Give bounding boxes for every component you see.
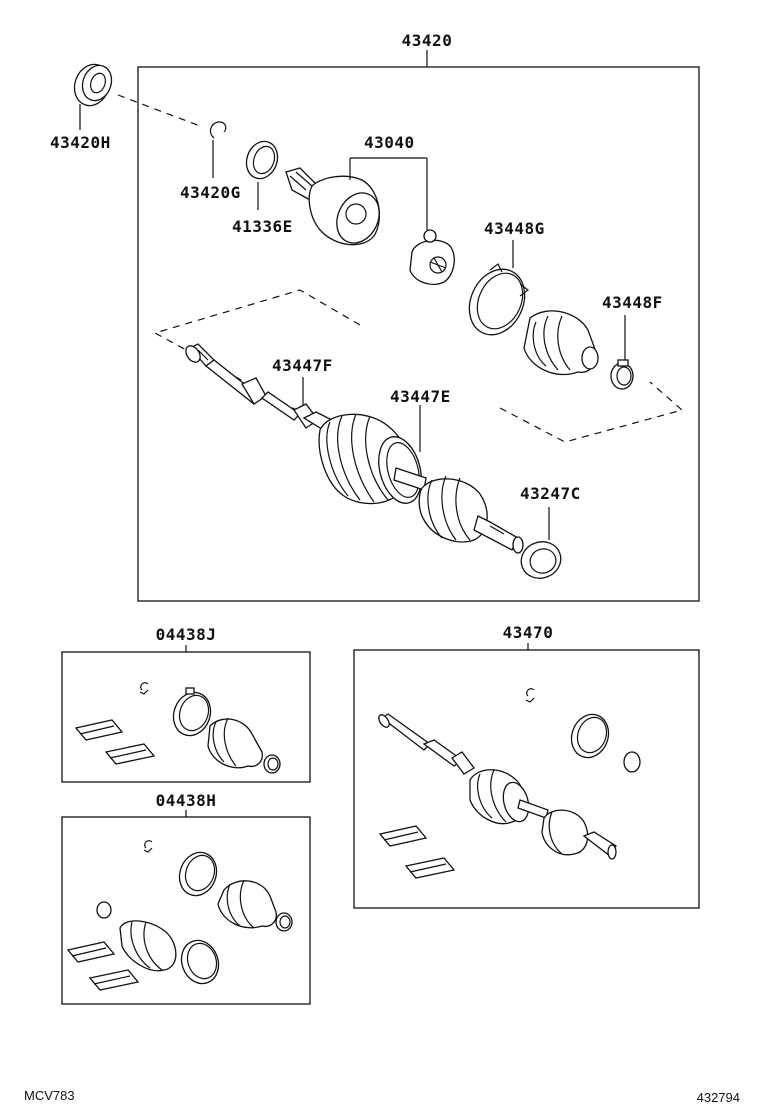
label-43420[interactable]: 43420: [402, 31, 453, 50]
label-43447F[interactable]: 43447F: [272, 356, 333, 375]
label-04438H[interactable]: 04438H: [156, 791, 217, 810]
part-inboard-boot[interactable]: [523, 310, 599, 376]
label-43470[interactable]: 43470: [503, 623, 554, 642]
subgroup-dashed-outline: [153, 289, 684, 443]
part-43448F-clamp[interactable]: [610, 359, 634, 390]
part-43420H-seal[interactable]: [69, 59, 116, 110]
kit-43470-frame: [353, 649, 700, 909]
part-outboard-boot-stub[interactable]: [418, 475, 524, 554]
kit-43470: 43470: [353, 623, 700, 909]
part-43040-outer-joint[interactable]: [285, 167, 387, 250]
part-drive-shaft[interactable]: [183, 343, 342, 435]
kit-04438J-parts[interactable]: [74, 682, 281, 774]
label-43040[interactable]: 43040: [364, 133, 415, 152]
main-assembly-frame: [137, 66, 700, 602]
label-43420H[interactable]: 43420H: [50, 133, 111, 152]
label-04438J[interactable]: 04438J: [156, 625, 217, 644]
part-41336E-ring[interactable]: [241, 137, 282, 183]
footer-left-code: MCV783: [24, 1088, 75, 1103]
label-43448G[interactable]: 43448G: [484, 219, 545, 238]
part-43420G-snap-ring[interactable]: [209, 121, 227, 139]
label-41336E[interactable]: 41336E: [232, 217, 293, 236]
footer-right-code: 432794: [697, 1090, 740, 1105]
part-43448G-clamp[interactable]: [459, 260, 535, 344]
label-43420G[interactable]: 43420G: [180, 183, 241, 202]
label-43447E[interactable]: 43447E: [390, 387, 451, 406]
kit-04438J: 04438J: [61, 625, 311, 783]
kit-04438H-parts[interactable]: [66, 840, 293, 991]
part-43247C-seal[interactable]: [516, 536, 566, 584]
kit-04438H: 04438H: [61, 791, 311, 1005]
main-assembly: 43420 43420H 43420G 41336E: [50, 31, 700, 602]
label-43448F[interactable]: 43448F: [602, 293, 663, 312]
part-43447E-boot[interactable]: [318, 413, 428, 508]
kit-43470-parts[interactable]: [377, 688, 641, 879]
label-43247C[interactable]: 43247C: [520, 484, 581, 503]
part-43040-tripod[interactable]: [409, 229, 455, 285]
